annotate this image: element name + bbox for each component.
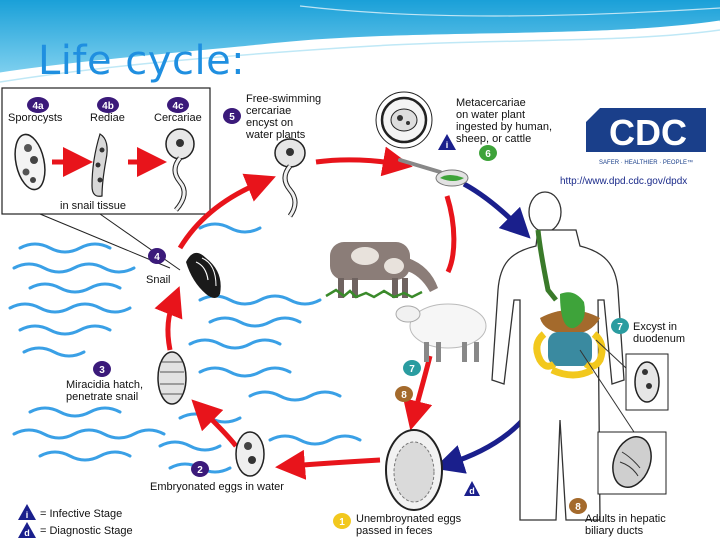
label-stage-8-line: biliary ducts — [585, 525, 644, 537]
snail-icon — [186, 252, 221, 298]
label-in-snail-tissue: in snail tissue — [60, 200, 126, 212]
badge-3-text: 3 — [99, 365, 105, 376]
badge-7-sheep: 7 — [403, 360, 421, 376]
badge-4c-text: 4c — [172, 101, 184, 112]
cdc-logo-text: CDC — [609, 112, 687, 153]
badge-4b-text: 4b — [102, 101, 114, 112]
label-stage-5: Free-swimming cercariae encyst on water … — [245, 93, 324, 141]
infective-marker-text: i — [446, 140, 449, 150]
pointer-line — [99, 213, 181, 271]
label-sporocysts: Sporocysts — [8, 112, 63, 124]
label-stage-5-line: Free-swimming — [246, 93, 321, 105]
unembryonated-egg-icon — [385, 429, 443, 511]
label-stage-7-line: duodenum — [633, 333, 685, 345]
cdc-tagline: SAFER · HEALTHIER · PEOPLE™ — [599, 159, 693, 166]
label-stage-8: Adults in hepatic biliary ducts — [585, 513, 669, 537]
badge-5: 5 — [223, 108, 241, 124]
label-stage-5-line: cercariae — [246, 105, 291, 117]
adult-fluke-box — [597, 431, 667, 495]
label-stage-2: Embryonated eggs in water — [150, 481, 284, 493]
diagnostic-marker-text: d — [469, 486, 475, 496]
label-stage-6-line: on water plant — [456, 109, 525, 121]
label-stage-7-line: Excyst in — [633, 321, 677, 333]
label-stage-6-line: Metacercariae — [456, 97, 526, 109]
pointer-line — [39, 213, 171, 269]
slide-title: Life cycle: — [38, 38, 246, 84]
infective-marker-6: i — [438, 134, 456, 150]
badge-4a-text: 4a — [32, 101, 44, 112]
badge-2-text: 2 — [197, 465, 203, 476]
label-stage-6-line: ingested by human, — [456, 121, 552, 133]
badge-4a: 4a — [27, 97, 49, 113]
legend: i = Infective Stage d = Diagnostic Stage — [18, 504, 133, 538]
badge-8: 8 — [569, 498, 587, 514]
badge-7-sheep-text: 7 — [409, 364, 415, 375]
label-stage-7: Excyst in duodenum — [633, 321, 685, 345]
sporocyst-icon — [14, 133, 46, 191]
infective-legend-icon — [18, 504, 36, 520]
badge-7-text: 7 — [617, 322, 623, 333]
label-stage-3-line: penetrate snail — [66, 391, 138, 403]
digestive-organs-icon — [533, 229, 606, 379]
label-cercariae: Cercariae — [154, 112, 202, 124]
label-stage-8-line: Adults in hepatic — [585, 513, 666, 525]
label-stage-6: Metacercariae on water plant ingested by… — [456, 97, 555, 145]
badge-4: 4 — [148, 248, 166, 264]
badge-8-sheep-text: 8 — [401, 390, 407, 401]
metacercaria-icon — [375, 91, 433, 149]
badge-7: 7 — [611, 318, 629, 334]
cdc-url: http://www.dpd.cdc.gov/dpdx — [560, 176, 688, 187]
infective-legend-symbol: i — [26, 510, 29, 520]
label-stage-5-line: encyst on — [246, 117, 293, 129]
badge-8-text: 8 — [575, 502, 581, 513]
label-stage-1-line: Unembroynated eggs — [356, 513, 462, 525]
diagnostic-legend-icon — [18, 522, 36, 538]
label-stage-3: Miracidia hatch, penetrate snail — [66, 379, 146, 403]
diagnostic-legend-symbol: d — [24, 528, 30, 538]
cow-icon — [325, 242, 438, 299]
badge-1-text: 1 — [339, 517, 345, 528]
badge-3: 3 — [93, 361, 111, 377]
label-stage-5-line: water plants — [245, 129, 306, 141]
sheep-icon — [395, 303, 487, 362]
badge-4-text: 4 — [154, 252, 160, 263]
diagnostic-marker-1: d — [464, 481, 480, 496]
badge-4c: 4c — [167, 97, 189, 113]
miracidium-icon — [157, 351, 187, 405]
cycle-arrows-red — [154, 146, 457, 480]
badge-5-text: 5 — [229, 112, 235, 123]
legend-diagnostic: = Diagnostic Stage — [40, 525, 133, 537]
header-swoosh — [0, 0, 720, 83]
cdc-logo: CDC SAFER · HEALTHIER · PEOPLE™ — [580, 94, 712, 172]
excyst-box — [625, 353, 669, 411]
label-stage-1-line: passed in feces — [356, 525, 433, 537]
badge-8-sheep: 8 — [395, 386, 413, 402]
badge-4b: 4b — [97, 97, 119, 113]
badge-6: 6 — [479, 145, 497, 161]
water-waves — [8, 222, 362, 474]
pointer-line — [579, 349, 635, 433]
badge-1: 1 — [333, 513, 351, 529]
badge-2: 2 — [191, 461, 209, 477]
label-stage-3-line: Miracidia hatch, — [66, 379, 143, 391]
label-stage-1: Unembroynated eggs passed in feces — [356, 513, 464, 537]
embryonated-egg-icon — [235, 431, 265, 477]
badge-6-text: 6 — [485, 149, 491, 160]
label-stage-6-line: sheep, or cattle — [456, 133, 531, 145]
label-rediae: Rediae — [90, 112, 125, 124]
label-snail: Snail — [146, 274, 170, 286]
free-cercaria-icon — [274, 138, 306, 218]
spoon-icon — [398, 158, 469, 187]
cercaria-icon — [165, 128, 195, 212]
pointer-line — [595, 339, 627, 369]
legend-infective: = Infective Stage — [40, 508, 122, 520]
cdc-logo-graphic: CDC SAFER · HEALTHIER · PEOPLE™ — [580, 94, 712, 172]
